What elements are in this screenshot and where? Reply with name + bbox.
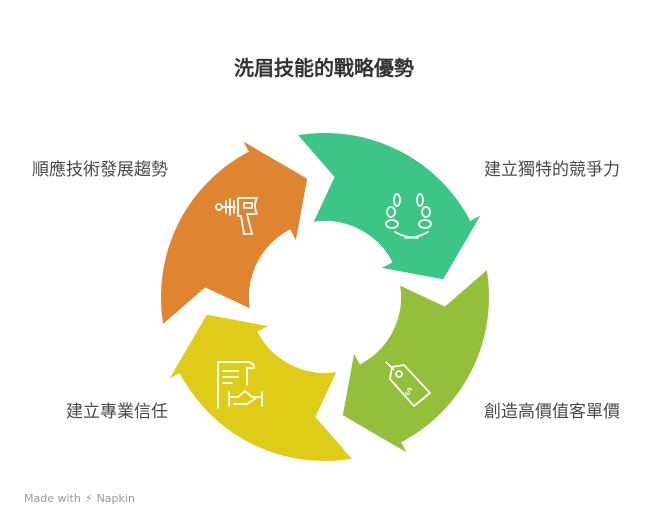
step-label-4: 建立專業信任 <box>66 402 168 422</box>
cycle-arrow-3 <box>340 266 492 458</box>
tattoo-machine-icon <box>215 197 258 235</box>
made-with-text: Made with <box>24 492 81 505</box>
cycle-arrow-1 <box>158 136 310 328</box>
footer: Made with ⚡ Napkin <box>24 492 135 505</box>
step-label-3: 創造高價值客單價 <box>484 402 620 422</box>
step-label-2: 建立獨特的競爭力 <box>484 160 620 180</box>
cycle-arrow-2 <box>294 130 486 282</box>
cycle-arrow-4 <box>164 312 356 464</box>
brand-text: Napkin <box>96 492 135 505</box>
contract-handshake-icon <box>217 361 263 409</box>
page-title: 洗眉技能的戰略優勢 <box>234 56 414 80</box>
laurel-wreath-icon <box>385 193 432 239</box>
napkin-logo-icon: ⚡ <box>84 492 93 505</box>
step-label-1: 順應技術發展趨勢 <box>32 160 168 180</box>
